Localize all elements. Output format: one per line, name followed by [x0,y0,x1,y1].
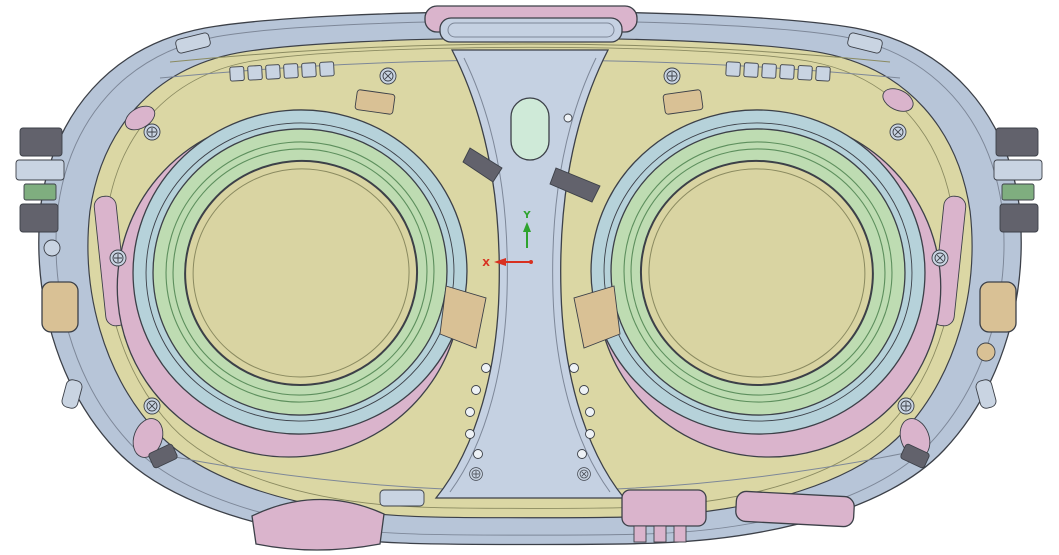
vent-slot [815,66,831,82]
vent-slot [725,61,741,77]
side-connector-right [975,127,1043,409]
bottom-dark-tab [148,443,178,469]
right-tan-knob [979,281,1017,333]
hole [465,407,475,417]
nose-bridge-hole-fan-left [465,363,491,459]
nose-bridge-hole-fan-right [569,363,595,459]
center-dark-bracket-right [549,167,601,203]
left-lens-assembly [116,109,468,458]
connector-block [999,203,1039,233]
origin-triad: X Y [482,210,533,269]
top-slot-inner-line [447,22,615,38]
left-bottom-pink-part [132,418,164,458]
top-left-clip [175,32,211,54]
vent-slot [797,65,813,81]
screw [109,249,127,267]
connector-green-chip [1001,183,1035,201]
right-lens [639,159,874,386]
screw [663,67,681,85]
nose-bridge-edge-line-right [552,57,611,493]
right-lens-ring-line [603,122,913,422]
right-lens-green-line-1 [623,141,893,403]
center-small-hole [563,113,573,123]
bottom-gray-tab [379,489,425,507]
left-tan-block-top [354,89,396,115]
bottom-dark-tab [900,443,930,469]
axis-x-arrowhead [494,258,506,266]
left-lens-inner-line [192,168,410,378]
connector-prong [633,525,647,543]
center-mint-pill-cutout [510,97,550,161]
hole [473,449,483,459]
nose-bridge-column [434,49,626,499]
connector-knob [43,239,61,257]
axis-y-label: Y [522,210,531,221]
top-right-clip [847,32,883,54]
right-gray-nub [975,379,997,409]
left-lens-green-line-1 [165,141,435,403]
right-lens-inner-line [648,168,866,378]
connector-block [993,159,1043,181]
screw [897,397,915,415]
left-lens [184,159,419,386]
connector-block [19,203,59,233]
top-rail-line-1 [169,43,891,63]
connector-green-chip [23,183,57,201]
left-tan-knob [41,281,79,333]
vent-slot [229,66,245,82]
vent-row-left [229,61,335,82]
top-strap-mount [424,5,638,43]
axis-y-arrowhead [523,222,531,232]
hole [465,429,475,439]
side-connector-left [15,127,83,409]
hole [569,363,579,373]
vent-slot [743,62,759,78]
hole [579,385,589,395]
hole [481,363,491,373]
vent-slot [779,64,795,80]
connector-prong [673,525,687,543]
center-dark-bracket-left [462,147,503,183]
left-top-pink-part [124,105,156,131]
bottom-pink-dome [251,498,385,551]
right-lens-assembly [590,109,942,458]
right-tan-block-top [662,89,704,115]
vent-row-right [725,61,831,82]
vent-slot [761,63,777,79]
right-tan-wedge [573,285,621,349]
top-slot [439,17,623,43]
vent-slot [283,63,299,79]
nose-bridge-edge-line-left [449,57,508,493]
bottom-pink-plate [735,490,855,528]
hole [585,407,595,417]
hole [471,385,481,395]
axis-x-label: X [482,258,490,269]
vent-slot [301,62,317,78]
screw [469,467,483,481]
connector-prong [653,525,667,543]
hole [577,449,587,459]
left-lens-green-line-2 [172,148,428,396]
hole [585,429,595,439]
right-tan-button [976,342,996,362]
screw [143,123,161,141]
right-lens-green-line-2 [630,148,886,396]
connector-block [15,159,65,181]
right-top-pink-part [882,88,914,112]
left-gray-nub [61,379,83,409]
bottom-pink-connector [621,489,707,527]
vent-slot [265,64,281,80]
vent-slot [319,61,335,77]
connector-block [19,127,63,157]
bottom-assembly [148,443,930,551]
left-lens-ring-line [145,122,455,422]
connector-block [995,127,1039,157]
left-tan-wedge [439,285,487,349]
vent-slot [247,65,263,81]
